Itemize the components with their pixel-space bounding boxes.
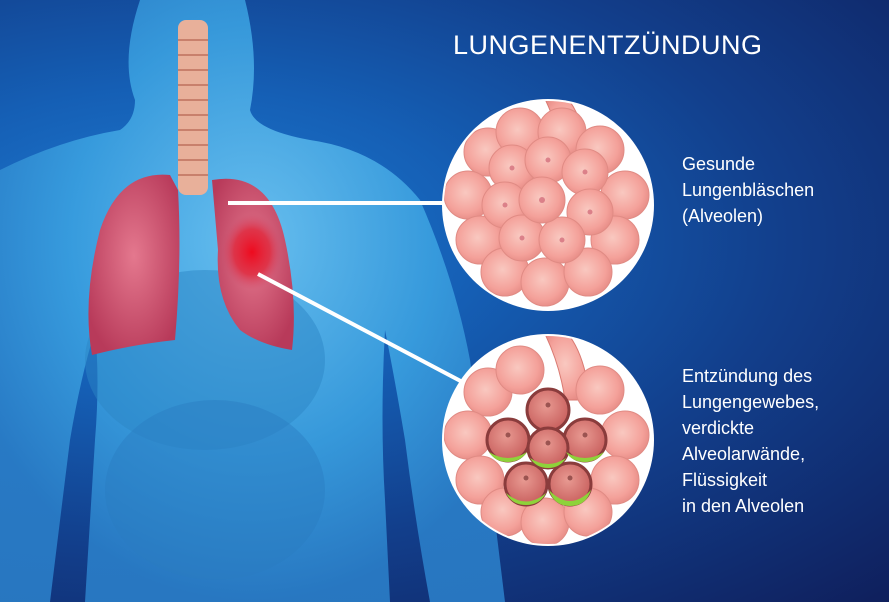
page-title: LUNGENENTZÜNDUNG (453, 30, 763, 61)
caption-line: Gesunde (682, 151, 814, 177)
caption-line: Alveolarwände, (682, 441, 819, 467)
healthy-alveoli-magnifier (442, 99, 654, 311)
caption-line: in den Alveolen (682, 493, 819, 519)
healthy-alveoli-caption: Gesunde Lungenbläschen (Alveolen) (682, 151, 814, 229)
caption-line: (Alveolen) (682, 203, 814, 229)
caption-line: Flüssigkeit (682, 467, 819, 493)
caption-line: Lungenbläschen (682, 177, 814, 203)
inflamed-alveoli-caption: Entzündung des Lungengewebes, verdickte … (682, 363, 819, 519)
inflamed-alveoli-magnifier (442, 334, 654, 546)
caption-line: verdickte (682, 415, 819, 441)
caption-line: Entzündung des (682, 363, 819, 389)
caption-line: Lungengewebes, (682, 389, 819, 415)
trachea (178, 20, 208, 195)
inflammation-spot (222, 214, 282, 290)
